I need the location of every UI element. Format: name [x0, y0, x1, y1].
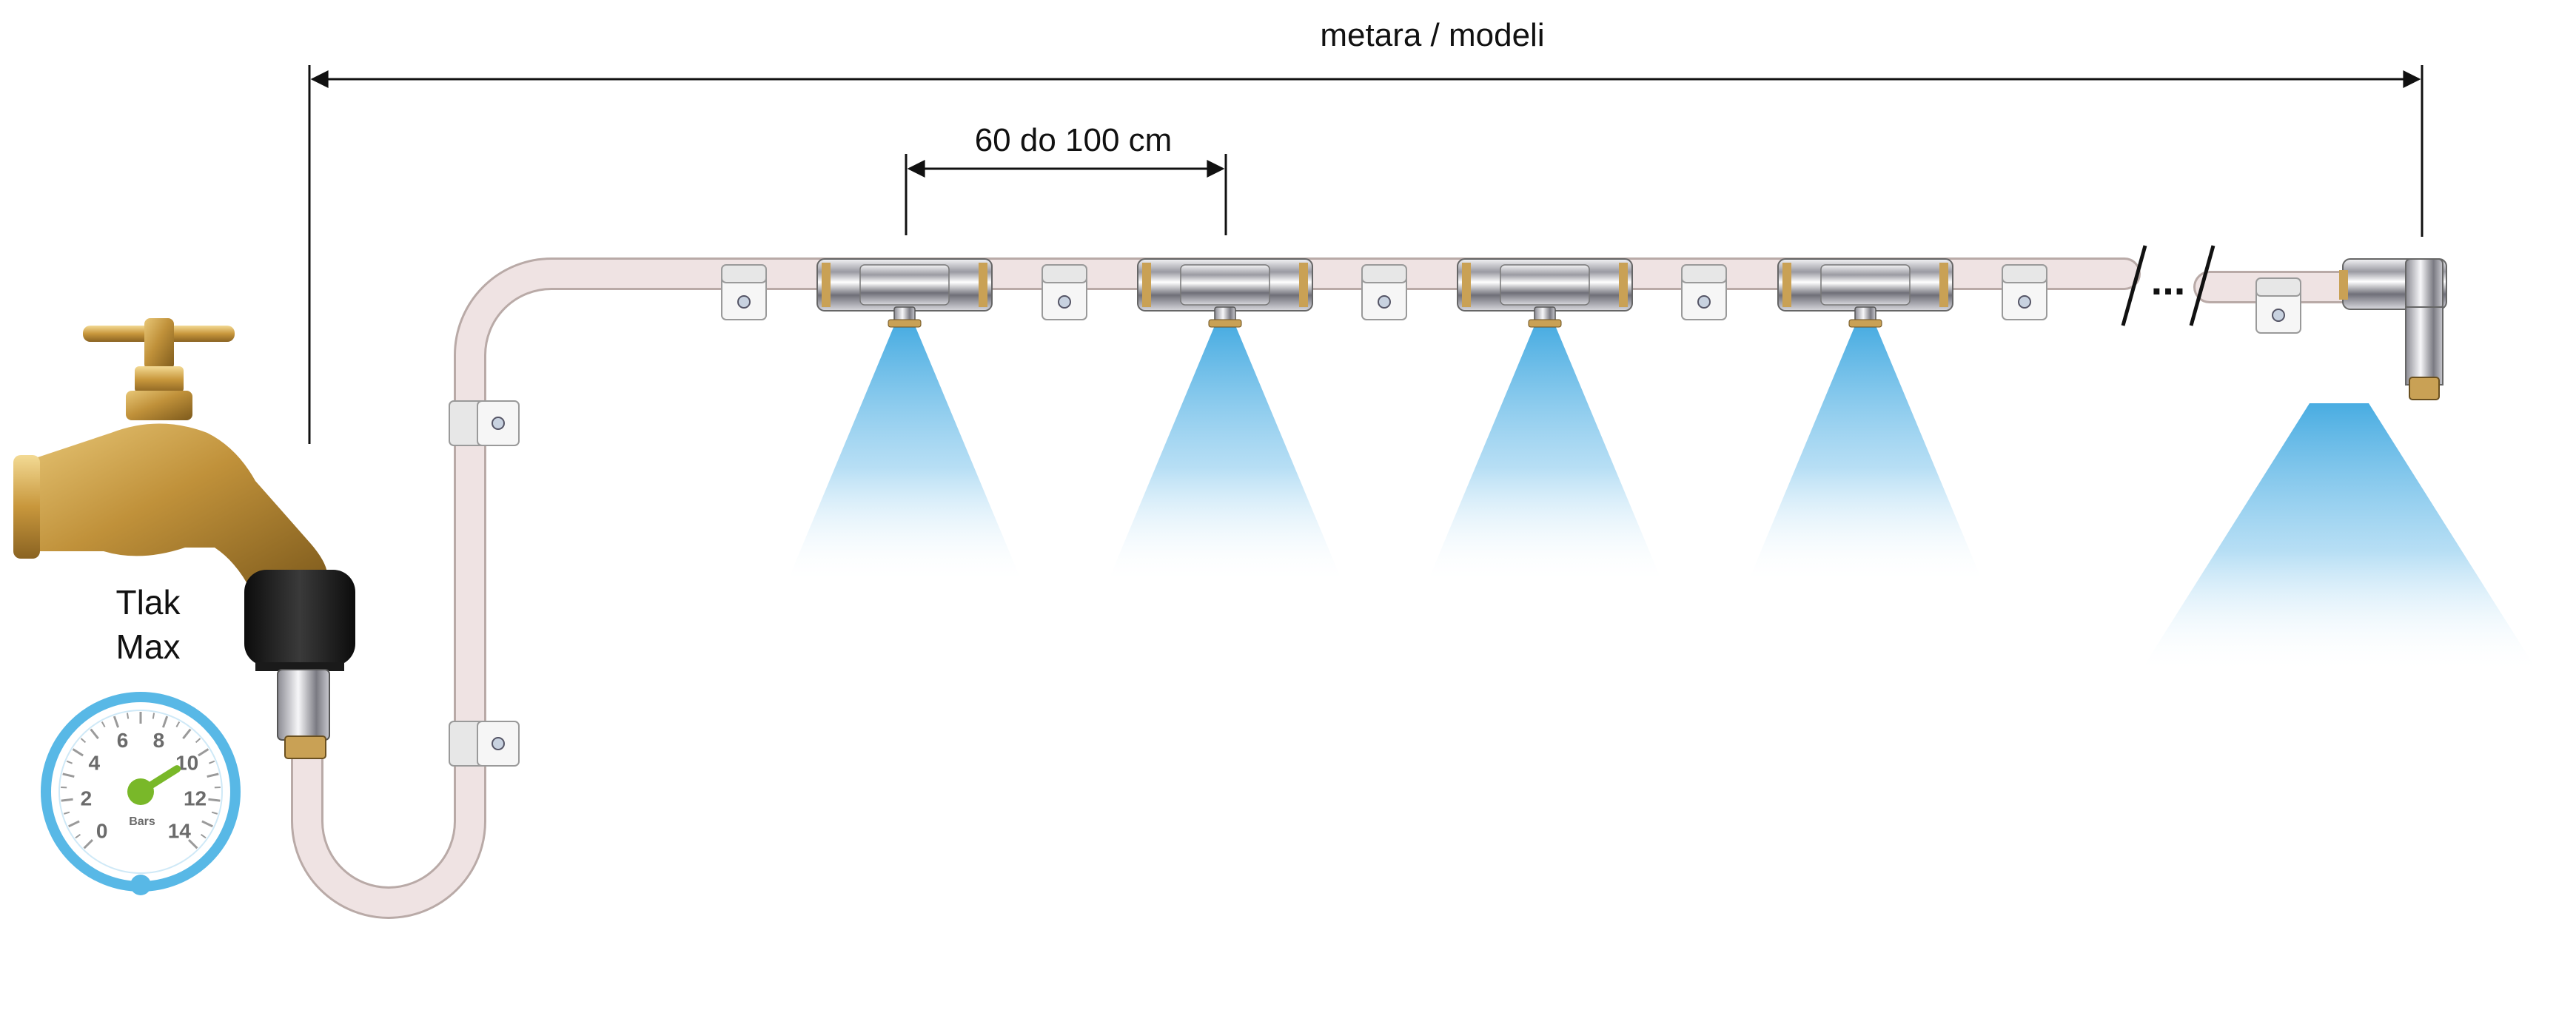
- gauge-tick-mark: [208, 798, 221, 802]
- mist-nozzle-icon: [1426, 258, 1663, 585]
- pipe-clip-icon: [1681, 264, 1727, 320]
- gauge-tick-mark: [161, 716, 169, 728]
- pressure-label-line1: Tlak: [116, 583, 181, 622]
- gauge-tick-mark: [209, 760, 215, 764]
- gauge-tick-mark: [200, 834, 207, 839]
- gauge-tick-label: 4: [89, 752, 101, 775]
- gauge-tick-mark: [182, 728, 192, 740]
- gauge-tick-mark: [66, 760, 73, 764]
- pressure-label-line2: Max: [116, 627, 181, 666]
- gauge-tick-label: 8: [153, 729, 165, 752]
- pipe-clip-icon: [2002, 264, 2047, 320]
- pipe-clips: [449, 264, 2301, 767]
- pipe-break-ellipsis: ...: [2151, 257, 2186, 303]
- total-length-label: metara / modeli: [1320, 17, 1544, 53]
- gauge-tick-mark: [195, 738, 201, 744]
- gauge-tick-mark: [126, 713, 130, 719]
- spacing-label: 60 do 100 cm: [975, 122, 1173, 158]
- pipe-break: ...: [2121, 245, 2216, 326]
- gauge-tick-label: 14: [168, 819, 192, 842]
- gauge-unit: Bars: [129, 815, 155, 828]
- gauge-tick-mark: [113, 716, 120, 728]
- gauge-tick-mark: [80, 738, 87, 744]
- gauge-tick-mark: [152, 713, 155, 719]
- gauge-tick-mark: [211, 811, 218, 815]
- gauge-tick-mark: [101, 721, 106, 727]
- spacing-dimension: 60 do 100 cm: [905, 122, 1227, 235]
- gauge-tick-mark: [61, 798, 73, 802]
- pipe: [291, 257, 2370, 919]
- gauge-hub: [127, 778, 154, 805]
- gauge-tick-label: 2: [81, 787, 93, 809]
- brass-tap-icon: [13, 318, 355, 759]
- gauge-tick-mark: [63, 811, 70, 815]
- gauge-tick-mark: [187, 838, 198, 849]
- pipe-clip-icon: [721, 264, 767, 320]
- gauge-tick-label: 0: [96, 819, 108, 842]
- gauge-tick-mark: [75, 834, 81, 839]
- gauge-tick-label: 6: [117, 729, 129, 752]
- gauge-tick-mark: [68, 820, 80, 828]
- pipe-clip-icon: [1042, 264, 1087, 320]
- pipe-clip-icon: [449, 400, 520, 446]
- mist-nozzle-icon: [1747, 258, 1984, 585]
- gauge-tick-mark: [90, 728, 99, 740]
- end-nozzle-icon: [2139, 258, 2539, 673]
- pipe-clip-icon: [449, 721, 520, 767]
- gauge-tick-mark: [62, 772, 75, 778]
- total-length-dimension: metara / modeli: [308, 17, 2424, 444]
- gauge-tick-mark: [207, 772, 219, 778]
- gauge-tick-mark: [72, 748, 84, 757]
- pipe-clip-icon: [1361, 264, 1407, 320]
- mist-nozzle-icon: [786, 258, 1023, 585]
- mist-nozzle-icon: [1107, 258, 1344, 585]
- gauge-tick-label: 12: [184, 787, 207, 809]
- gauge-tick-mark: [83, 838, 94, 849]
- gauge-tick-mark: [175, 721, 181, 727]
- mist-nozzles: [786, 258, 1984, 585]
- pipe-clip-icon: [2255, 277, 2301, 334]
- gauge-tick-mark: [198, 748, 209, 757]
- gauge-tick-mark: [201, 820, 213, 828]
